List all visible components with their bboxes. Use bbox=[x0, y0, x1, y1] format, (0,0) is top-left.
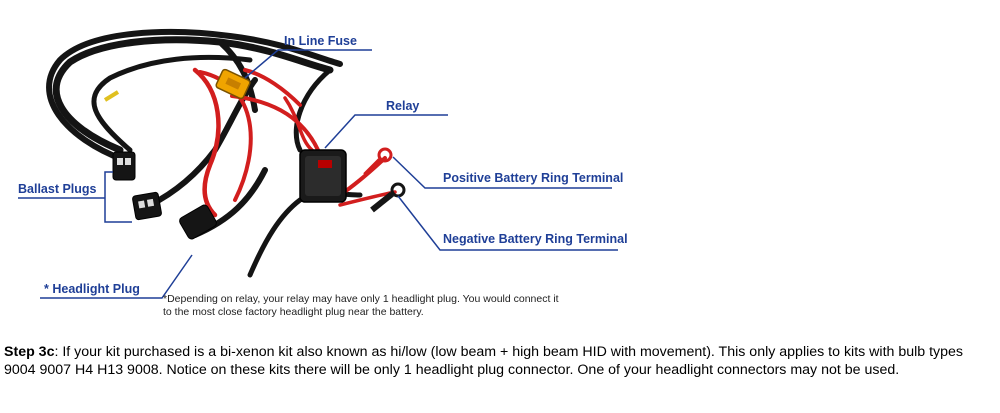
step-description: : If your kit purchased is a bi-xenon ki… bbox=[4, 344, 964, 378]
positive-ring-terminal bbox=[363, 147, 393, 177]
headlight-plug bbox=[179, 204, 217, 240]
label-headlight-plug: * Headlight Plug bbox=[44, 282, 140, 296]
relay-box bbox=[299, 149, 347, 203]
label-in-line-fuse: In Line Fuse bbox=[284, 34, 357, 48]
wiring-harness-diagram: In Line Fuse Relay Positive Battery Ring… bbox=[18, 29, 628, 318]
in-line-fuse bbox=[215, 68, 251, 100]
step-caption: Step 3c: If your kit purchased is a bi-x… bbox=[4, 343, 996, 379]
negative-leader bbox=[397, 195, 618, 251]
cable-tie bbox=[103, 90, 120, 102]
headlight-leader bbox=[40, 254, 193, 299]
label-ballast-plugs: Ballast Plugs bbox=[18, 182, 97, 196]
callout-lines bbox=[18, 49, 618, 299]
ballast-plug-upper bbox=[112, 151, 136, 181]
fuse-leader bbox=[244, 49, 372, 79]
label-relay: Relay bbox=[386, 99, 419, 113]
ballast-leader bbox=[18, 171, 132, 223]
step-label: Step 3c bbox=[4, 344, 55, 360]
label-positive-terminal: Positive Battery Ring Terminal bbox=[443, 171, 623, 185]
ballast-plug-lower bbox=[132, 191, 162, 221]
footnote-line-1: *Depending on relay, your relay may have… bbox=[163, 293, 559, 305]
positive-leader bbox=[392, 156, 612, 189]
relay-leader bbox=[324, 114, 448, 149]
footnote-line-2: to the most close factory headlight plug… bbox=[163, 306, 424, 318]
label-negative-terminal: Negative Battery Ring Terminal bbox=[443, 232, 628, 246]
